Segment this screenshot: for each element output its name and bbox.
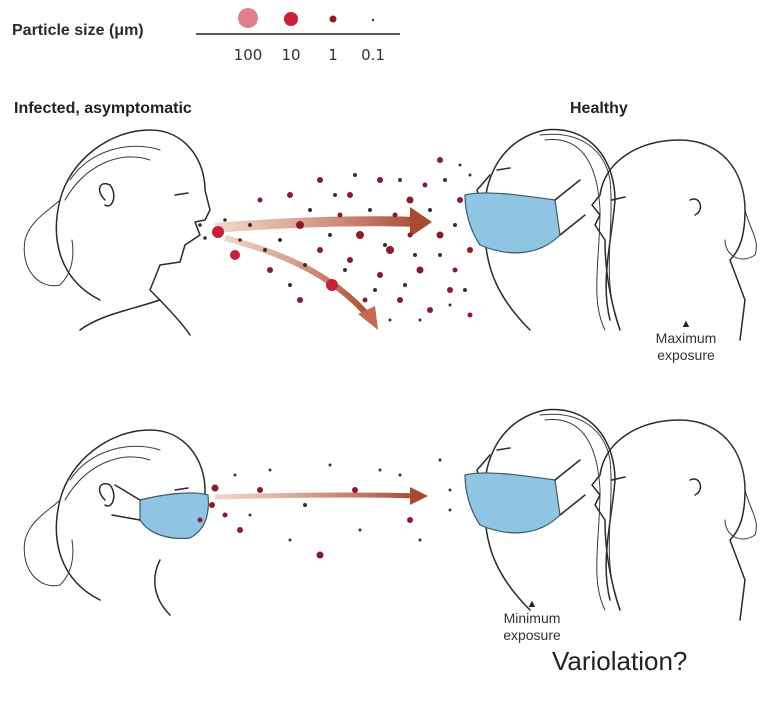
infected-person-top (24, 130, 210, 335)
min-exposure-marker: ▲ (477, 598, 587, 610)
healthy-unmasked-person-top (592, 140, 756, 340)
legend-tick-0-1: 0.1 (361, 46, 385, 64)
mask-infected-bottom (140, 493, 208, 538)
straight-airflow-arrow (215, 221, 420, 228)
max-exposure-text: Maximum exposure (656, 330, 717, 363)
min-exposure-label: ▲ Minimum exposure (477, 598, 587, 644)
legend-dot-100 (238, 8, 258, 28)
falling-droplet-arrow (225, 238, 370, 318)
legend-tick-10: 10 (281, 46, 300, 64)
droplet-cloud-bottom (198, 459, 452, 559)
legend-tick-1: 1 (328, 46, 338, 64)
legend-scale (196, 8, 400, 34)
healthy-masked-person-top (465, 130, 620, 330)
healthy-label: Healthy (570, 100, 628, 118)
mask-healthy-top (465, 193, 560, 253)
airflow-arrow-bottom (215, 487, 428, 505)
mask-healthy-bottom (465, 473, 560, 533)
max-exposure-marker: ▲ (631, 318, 741, 330)
healthy-unmasked-person-bottom (592, 420, 756, 620)
min-exposure-text: Minimum exposure (503, 610, 561, 643)
caption: Variolation? (552, 646, 687, 677)
legend-tick-100: 100 (234, 46, 263, 64)
legend-dot-1 (330, 16, 337, 23)
infected-masked-person-bottom (24, 430, 208, 615)
max-exposure-label: ▲ Maximum exposure (631, 318, 741, 364)
airflow-arrows-top (215, 207, 432, 330)
filtered-arrow-head (410, 487, 428, 505)
filtered-airflow-arrow (215, 495, 415, 497)
legend-dot-10 (284, 12, 298, 26)
healthy-masked-person-bottom (465, 410, 620, 610)
legend-dot-0-1 (372, 19, 374, 21)
droplet-cloud-top (198, 157, 473, 322)
infected-label: Infected, asymptomatic (14, 100, 192, 118)
